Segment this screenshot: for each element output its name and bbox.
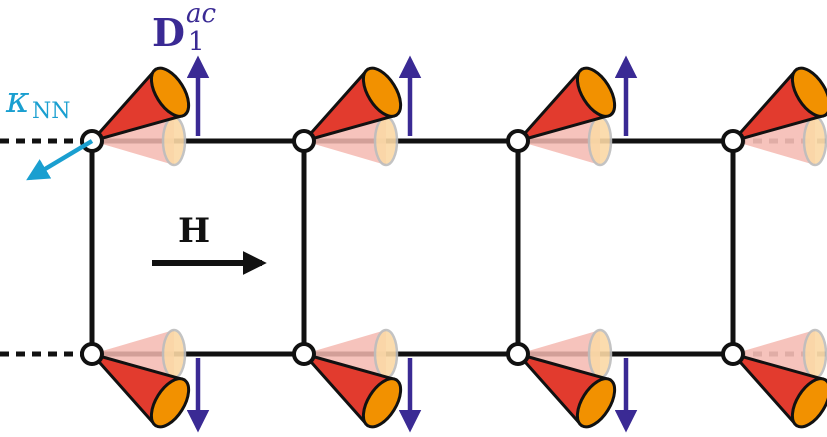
site-bottom-2 bbox=[292, 342, 316, 366]
site-top-3 bbox=[506, 129, 530, 153]
site-top-4 bbox=[721, 129, 745, 153]
site-top-2 bbox=[292, 129, 316, 153]
dmi-label-subscript: 1 bbox=[188, 27, 205, 57]
dmi-label: D bbox=[152, 10, 185, 55]
dmi-arrows bbox=[186, 55, 638, 433]
kappa-label-subscript: NN bbox=[32, 99, 71, 124]
dmi-label-main: D bbox=[152, 10, 185, 55]
kappa-arrow bbox=[26, 139, 94, 181]
field-label: H bbox=[178, 211, 210, 251]
site-bottom-1 bbox=[80, 342, 104, 366]
lattice-bonds bbox=[89, 138, 736, 357]
site-bottom-4 bbox=[721, 342, 745, 366]
dmi-label-superscript: ac bbox=[186, 0, 217, 29]
kappa-label: κ bbox=[5, 80, 30, 121]
lattice-sites bbox=[80, 129, 745, 366]
site-bottom-3 bbox=[506, 342, 530, 366]
